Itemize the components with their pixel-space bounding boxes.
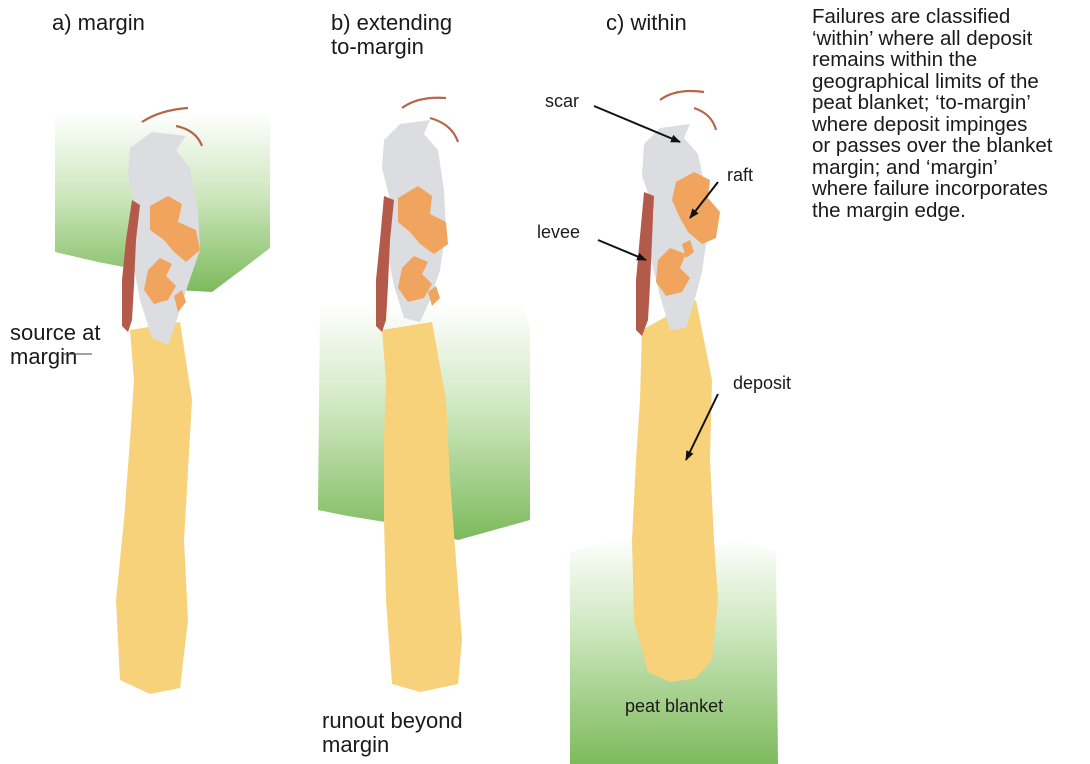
deposit-label: deposit xyxy=(733,373,791,393)
panel-a xyxy=(55,108,270,694)
deposit-body xyxy=(632,300,718,682)
panel-c-title: c) within xyxy=(606,10,687,35)
source-at-margin-label: source at margin xyxy=(10,320,107,369)
peat-blanket-label: peat blanket xyxy=(625,696,723,716)
classification-description: Failures are classified ‘within’ where a… xyxy=(812,6,1088,221)
panel-b-title-line: b) extending xyxy=(331,10,452,35)
scar-arrow xyxy=(594,106,680,142)
scarp-line xyxy=(430,118,458,142)
panel-b-title-line: to-margin xyxy=(331,34,424,59)
scarp-line xyxy=(694,108,716,130)
levee xyxy=(636,192,654,336)
panel-a-title: a) margin xyxy=(52,10,145,35)
scarp-line xyxy=(402,98,446,108)
panel-b xyxy=(318,98,530,692)
deposit-body xyxy=(116,322,192,694)
levee-label: levee xyxy=(537,222,580,242)
panel-b-title: b) extending to-margin xyxy=(331,10,458,59)
runout-label-line: runout beyond xyxy=(322,708,463,733)
panel-c xyxy=(570,91,778,764)
runout-label-line: margin xyxy=(322,732,389,757)
raft-label: raft xyxy=(727,165,753,185)
scarp-line xyxy=(660,91,704,100)
runout-beyond-margin-label: runout beyond margin xyxy=(322,708,469,757)
source-label-line: margin xyxy=(10,344,77,369)
source-label-line: source at xyxy=(10,320,101,345)
scar-label: scar xyxy=(545,91,579,111)
